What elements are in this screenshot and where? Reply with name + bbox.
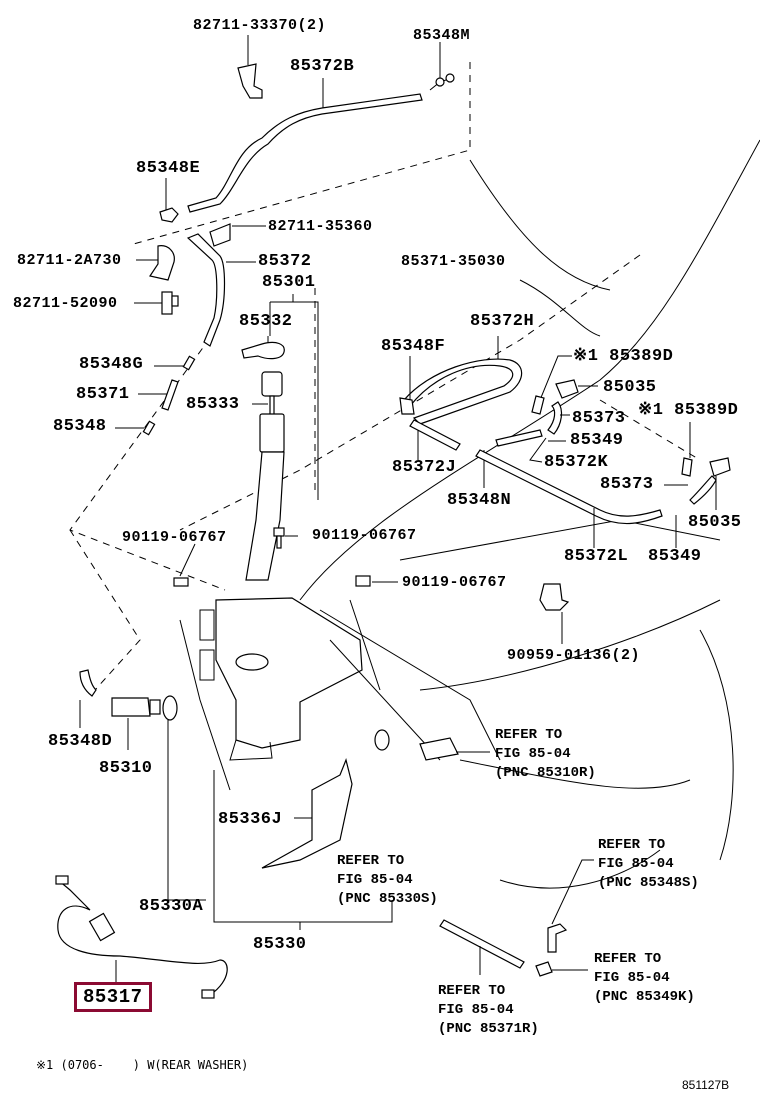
bracket-85301 (269, 294, 319, 500)
bracket-85336J (261, 758, 353, 869)
pump-85310R (374, 729, 490, 761)
label-90119-06767-left[interactable]: 90119-06767 (122, 529, 227, 546)
leader-85389D-upper (539, 355, 572, 401)
bracket-85330 (213, 770, 393, 930)
clip-82711-35360 (209, 223, 266, 247)
clip-90959-01136 (539, 583, 570, 644)
washer-tank-85330A (199, 597, 363, 761)
label-85373-lower[interactable]: 85373 (600, 475, 654, 494)
label-82711-33370[interactable]: 82711-33370(2) (193, 17, 327, 34)
harness-85317 (55, 875, 228, 999)
footnote: ※1 (0706- ) W(REAR WASHER) (36, 1058, 249, 1072)
elbow-85348D (79, 669, 97, 728)
hose-85372 (186, 233, 256, 347)
label-85371-35030[interactable]: 85371-35030 (401, 253, 506, 270)
bolt-90119-right (355, 575, 398, 587)
dashed-85389D (599, 399, 701, 461)
label-85349-lower[interactable]: 85349 (648, 547, 702, 566)
label-85035-upper[interactable]: 85035 (603, 378, 657, 397)
label-85330A[interactable]: 85330A (139, 897, 204, 916)
reference-pnc-85371R[interactable]: REFER TO FIG 85-04 (PNC 85371R) (438, 983, 539, 1037)
hose-85372K (495, 429, 543, 447)
label-85301[interactable]: 85301 (262, 273, 316, 292)
reference-pnc-85349K[interactable]: REFER TO FIG 85-04 (PNC 85349K) (594, 951, 695, 1005)
reference-pnc-85310R[interactable]: REFER TO FIG 85-04 (PNC 85310R) (495, 727, 596, 781)
clip-82711-2A730 (136, 245, 175, 281)
leader-85348S (551, 859, 594, 925)
leader-85372K (529, 437, 547, 463)
hose-85372B (187, 42, 455, 213)
hose-85373-lower (689, 475, 717, 505)
label-85372B[interactable]: 85372B (290, 57, 355, 76)
label-85348[interactable]: 85348 (53, 417, 107, 436)
label-85333[interactable]: 85333 (186, 395, 240, 414)
label-85372[interactable]: 85372 (258, 252, 312, 271)
grommet (162, 695, 206, 901)
elbow-85348S (547, 923, 568, 953)
label-85330[interactable]: 85330 (253, 935, 307, 954)
bolt-90119-left (173, 543, 196, 587)
hose-85373 (547, 401, 563, 435)
label-85372J[interactable]: 85372J (392, 458, 457, 477)
pump-85310 (111, 697, 161, 750)
label-85372L[interactable]: 85372L (564, 547, 629, 566)
joint-85348 (115, 420, 156, 436)
joint-85348G (154, 355, 196, 371)
label-85348D[interactable]: 85348D (48, 732, 113, 751)
label-85372H[interactable]: 85372H (470, 312, 535, 331)
hose-85372J (409, 419, 461, 451)
joint-85348E (159, 178, 179, 223)
joint-85348F (399, 397, 415, 415)
label-85348F[interactable]: 85348F (381, 337, 446, 356)
joint-85349K (535, 961, 553, 977)
label-85332[interactable]: 85332 (239, 312, 293, 331)
dashed-boundary-left (69, 337, 226, 691)
label-85389D-lower[interactable]: ※1 85389D (638, 401, 739, 420)
label-90119-06767-center[interactable]: 90119-06767 (312, 527, 417, 544)
check-valve-85389D-upper (531, 395, 545, 415)
hose-85372L (475, 449, 663, 525)
label-85310[interactable]: 85310 (99, 759, 153, 778)
clip-82711-52090 (134, 291, 179, 315)
nozzle-85035-upper (555, 379, 579, 399)
label-82711-35360[interactable]: 82711-35360 (268, 218, 373, 235)
label-85317[interactable]: 85317 (83, 986, 143, 1008)
label-85348N[interactable]: 85348N (447, 491, 512, 510)
hose-85371 (138, 379, 179, 411)
label-85349-upper[interactable]: 85349 (570, 431, 624, 450)
label-82711-52090[interactable]: 82711-52090 (13, 295, 118, 312)
label-85373-upper[interactable]: 85373 (572, 409, 626, 428)
filler-neck (245, 451, 285, 581)
hose-85371R (439, 919, 525, 969)
label-82711-2A730[interactable]: 82711-2A730 (17, 252, 122, 269)
label-90959-01136[interactable]: 90959-01136(2) (507, 647, 641, 664)
dashed-boundary-top (129, 62, 471, 246)
figure-id: 851127B (682, 1078, 730, 1092)
reference-pnc-85330S[interactable]: REFER TO FIG 85-04 (PNC 85330S) (337, 853, 438, 907)
label-85372K[interactable]: 85372K (544, 453, 609, 472)
bolt-90119-center (273, 527, 298, 549)
label-85035-lower[interactable]: 85035 (688, 513, 742, 532)
check-valve-85389D-lower (681, 457, 693, 477)
cap-85332 (241, 336, 285, 360)
strainer-85333 (252, 371, 285, 453)
label-85371[interactable]: 85371 (76, 385, 130, 404)
label-85348G[interactable]: 85348G (79, 355, 144, 374)
label-90119-06767-right[interactable]: 90119-06767 (402, 574, 507, 591)
label-85389D-upper[interactable]: ※1 85389D (573, 347, 674, 366)
label-85348M[interactable]: 85348M (413, 27, 471, 44)
label-85336J[interactable]: 85336J (218, 810, 283, 829)
clip-82711-33370 (237, 35, 263, 99)
nozzle-85035-lower (709, 457, 731, 477)
highlighted-part-box[interactable]: 85317 (74, 982, 152, 1012)
reference-pnc-85348S[interactable]: REFER TO FIG 85-04 (PNC 85348S) (598, 837, 699, 891)
label-85348E[interactable]: 85348E (136, 159, 201, 178)
